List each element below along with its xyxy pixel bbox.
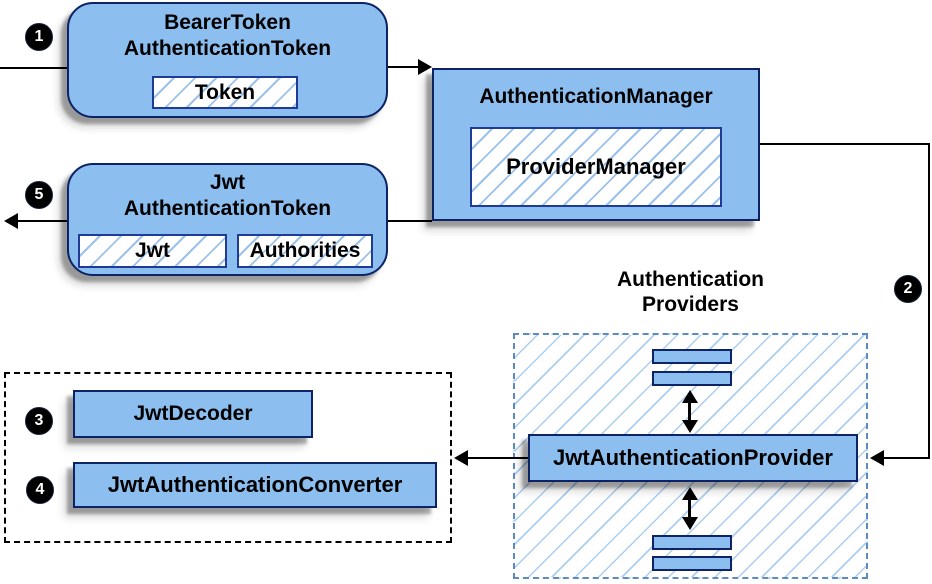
bearer-to-manager-line [388,66,420,68]
bearer-token-node-title: BearerToken AuthenticationToken [69,4,386,62]
request-in-line [0,67,67,69]
provider-internal-arrow-bottom-uphead [682,487,698,500]
step-2-badge: 2 [894,275,922,303]
jwt-token-title-line1: Jwt [209,171,245,194]
authorities-field: Authorities [237,234,373,268]
jwt-token-title-line2: AuthenticationToken [123,197,332,220]
authentication-manager-title: AuthenticationManager [479,85,713,108]
jwt-authentication-provider-node: JwtAuthenticationProvider [528,434,858,482]
provider-internal-arrow-top-downhead [682,420,698,433]
jwt-token-out-arrowhead [4,213,18,229]
provider-to-tools-arrowhead [454,450,468,466]
jwt-authentication-token-node: Jwt AuthenticationToken Jwt Authorities [67,163,388,276]
authentication-providers-title-line1: Authentication [617,268,764,291]
provider-slot-bar-top-2 [652,371,732,386]
step-1-badge: 1 [25,23,53,51]
manager-to-provider-line-bottom [882,457,930,459]
manager-to-provider-line-vertical [928,143,930,459]
authentication-manager-node: AuthenticationManager ProviderManager [432,68,760,221]
step-5-badge: 5 [25,181,53,209]
jwt-decoder-node: JwtDecoder [73,390,313,438]
token-field: Token [152,76,298,109]
jwt-tools-group [4,372,452,543]
step-4-badge: 4 [26,476,54,504]
authentication-providers-title: Authentication Providers [553,267,828,317]
manager-to-provider-line-top [760,143,930,145]
manager-to-provider-arrowhead [870,450,884,466]
jwt-field: Jwt [78,234,227,268]
bearer-token-authentication-token-node: BearerToken AuthenticationToken Token [67,2,388,118]
bearer-token-title-line1: BearerToken [164,11,291,34]
bearer-to-manager-arrowhead [418,59,432,75]
step-3-badge: 3 [25,407,53,435]
provider-slot-bar-bottom-1 [652,535,732,550]
provider-manager-field: ProviderManager [470,127,722,207]
manager-to-jwt-token-line [388,220,432,222]
provider-internal-arrow-top-line [688,400,691,424]
provider-internal-arrow-top-uphead [682,390,698,403]
jwt-token-node-title: Jwt AuthenticationToken [69,165,386,222]
authentication-providers-title-line2: Providers [642,293,739,316]
bearer-token-title-line2: AuthenticationToken [123,37,332,60]
jwt-authentication-converter-node: JwtAuthenticationConverter [73,462,437,508]
provider-slot-bar-bottom-2 [652,556,732,571]
provider-internal-arrow-bottom-downhead [682,517,698,530]
provider-slot-bar-top-1 [652,349,732,364]
jwt-token-out-line [16,220,67,222]
provider-internal-arrow-bottom-line [688,497,691,521]
provider-to-tools-line [466,457,528,459]
